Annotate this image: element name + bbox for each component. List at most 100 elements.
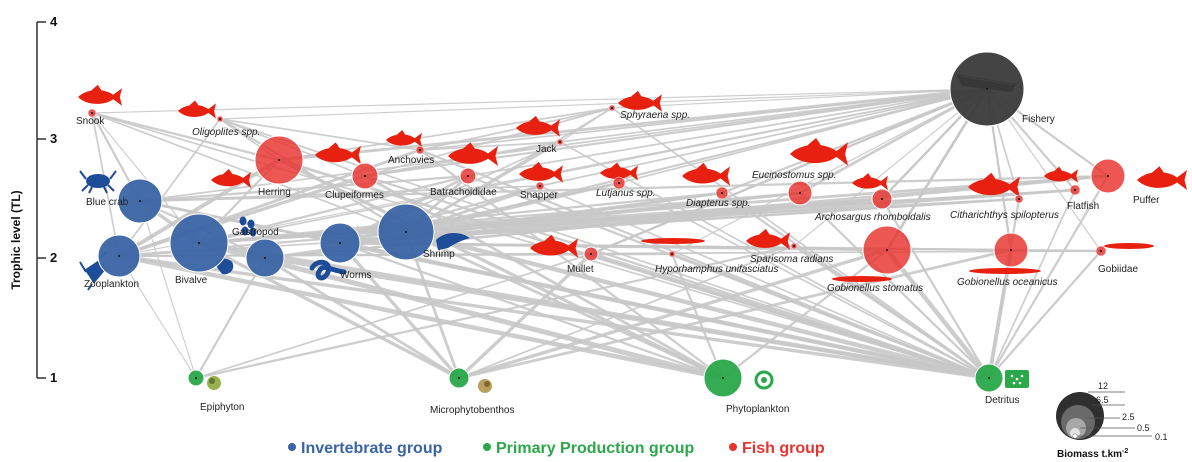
diapterus-label: Diapterus spp. [686,198,750,209]
node-center-dot [1100,250,1102,252]
trophic-link [139,174,1109,203]
trophic-link [618,182,990,379]
trophic-link [611,107,990,379]
node-center-dot [419,149,421,151]
trophic-link [219,118,421,151]
node-center-dot [91,112,93,114]
trophic-link [118,118,221,257]
node-center-dot [1018,198,1020,200]
trophic-links [91,87,1109,381]
fish-silhouette-icon [600,162,638,181]
zooplankton-label: Zooplankton [84,279,139,290]
trophic-link [91,111,280,162]
trophic-link [467,174,990,380]
primary-legend-dot [483,443,491,451]
node-center-dot [405,231,407,233]
node-center-dot [1010,249,1012,251]
node-center-dot [986,88,988,90]
biomass-circle-0-5 [1070,428,1080,438]
gastropod-icon [239,216,257,237]
biomass-value: 12 [1098,381,1108,391]
tick-label: 2 [50,250,57,265]
trophic-link [419,148,990,380]
trophic-link [195,244,795,380]
fish-silhouette-icon [78,84,122,106]
invert-legend-label: Invertebrate group [301,440,443,457]
fish-legend-label: Fish group [742,440,825,457]
trophic-link [219,118,990,379]
trophic-link [198,240,724,381]
trophic-link [118,174,366,258]
fish-silhouette-icon [315,142,361,165]
node-center-dot [198,242,200,244]
node-center-dot [881,198,883,200]
node-center-dot [458,377,460,379]
trophic-link [278,158,990,380]
trophic-link [117,158,281,258]
trophic-link [467,88,988,177]
node-center-dot [793,245,795,247]
fish-silhouette-icon [618,90,662,112]
trophic-link [458,245,795,379]
node-center-dot [539,185,541,187]
node-center-dot [988,377,990,379]
biomass-circle-0-1 [1072,433,1078,439]
snapper-label: Snapper [520,190,558,201]
trophic-link [339,240,990,381]
trophic-link [339,188,1076,245]
trophic-link [590,87,988,256]
trophic-link [264,256,460,380]
node-center-dot [118,255,120,257]
node-center-dot [618,182,620,184]
eel-silhouette-icon [1104,243,1154,249]
trophic-link [988,189,1076,379]
trophic-link [118,255,197,379]
trophic-link [988,175,1109,379]
eel-silhouette-icon [969,268,1041,274]
fish-silhouette-icon [178,100,216,119]
node-center-dot [886,249,888,251]
fish-silhouette-icon [211,169,251,188]
biomass-value: 2.5 [1122,412,1135,422]
fish-silhouette-icon [682,162,730,186]
shrimp-label: Shrimp [423,249,455,260]
trophic-link [195,253,592,379]
fish-silhouette-icon [852,173,888,191]
sphyraena-label: Sphyraena spp. [620,110,690,121]
trophic-link [118,254,990,380]
epiphyton-image [207,376,221,390]
microphytobenthos-image [478,379,492,393]
tick-label: 1 [50,370,57,385]
fishery-label: Fishery [1022,114,1055,125]
anchovies-label: Anchovies [388,155,434,166]
puffer-label: Puffer [1133,195,1160,206]
worm-icon [309,259,347,281]
trophic-link [139,200,197,379]
trophic-link [118,253,724,381]
oligo-label: Oligoplites spp. [192,127,260,138]
trophic-axis: 4 3 2 1 Trophic level (TL) [9,14,58,385]
biomass-legend-title: Biomass t.km-2 [1057,448,1128,460]
trophic-link [458,248,1012,380]
snook-label: Snook [76,116,105,127]
epiphyton-label: Epiphyton [200,402,244,413]
node-center-dot [671,253,673,255]
biomass-value: 0.1 [1155,432,1168,442]
trophic-link [987,198,1021,379]
lutjanus-label: Lutjanus spp. [596,188,656,199]
trophic-link [405,87,988,234]
herring-label: Herring [258,187,291,198]
goceanicus-label: Gobionellus oceanicus [957,277,1058,288]
shrimp-icon [436,233,470,250]
node-center-dot [590,253,592,255]
fish-legend-dot [729,443,737,451]
tick-label: 3 [50,131,57,146]
node-center-dot [721,192,723,194]
node-center-dot [1107,175,1109,177]
gastropod-label: Gastropod [232,227,279,238]
fish-silhouette-icon [1044,166,1078,183]
bivalve-label: Bivalve [175,275,208,286]
invert-legend-dot [288,443,296,451]
